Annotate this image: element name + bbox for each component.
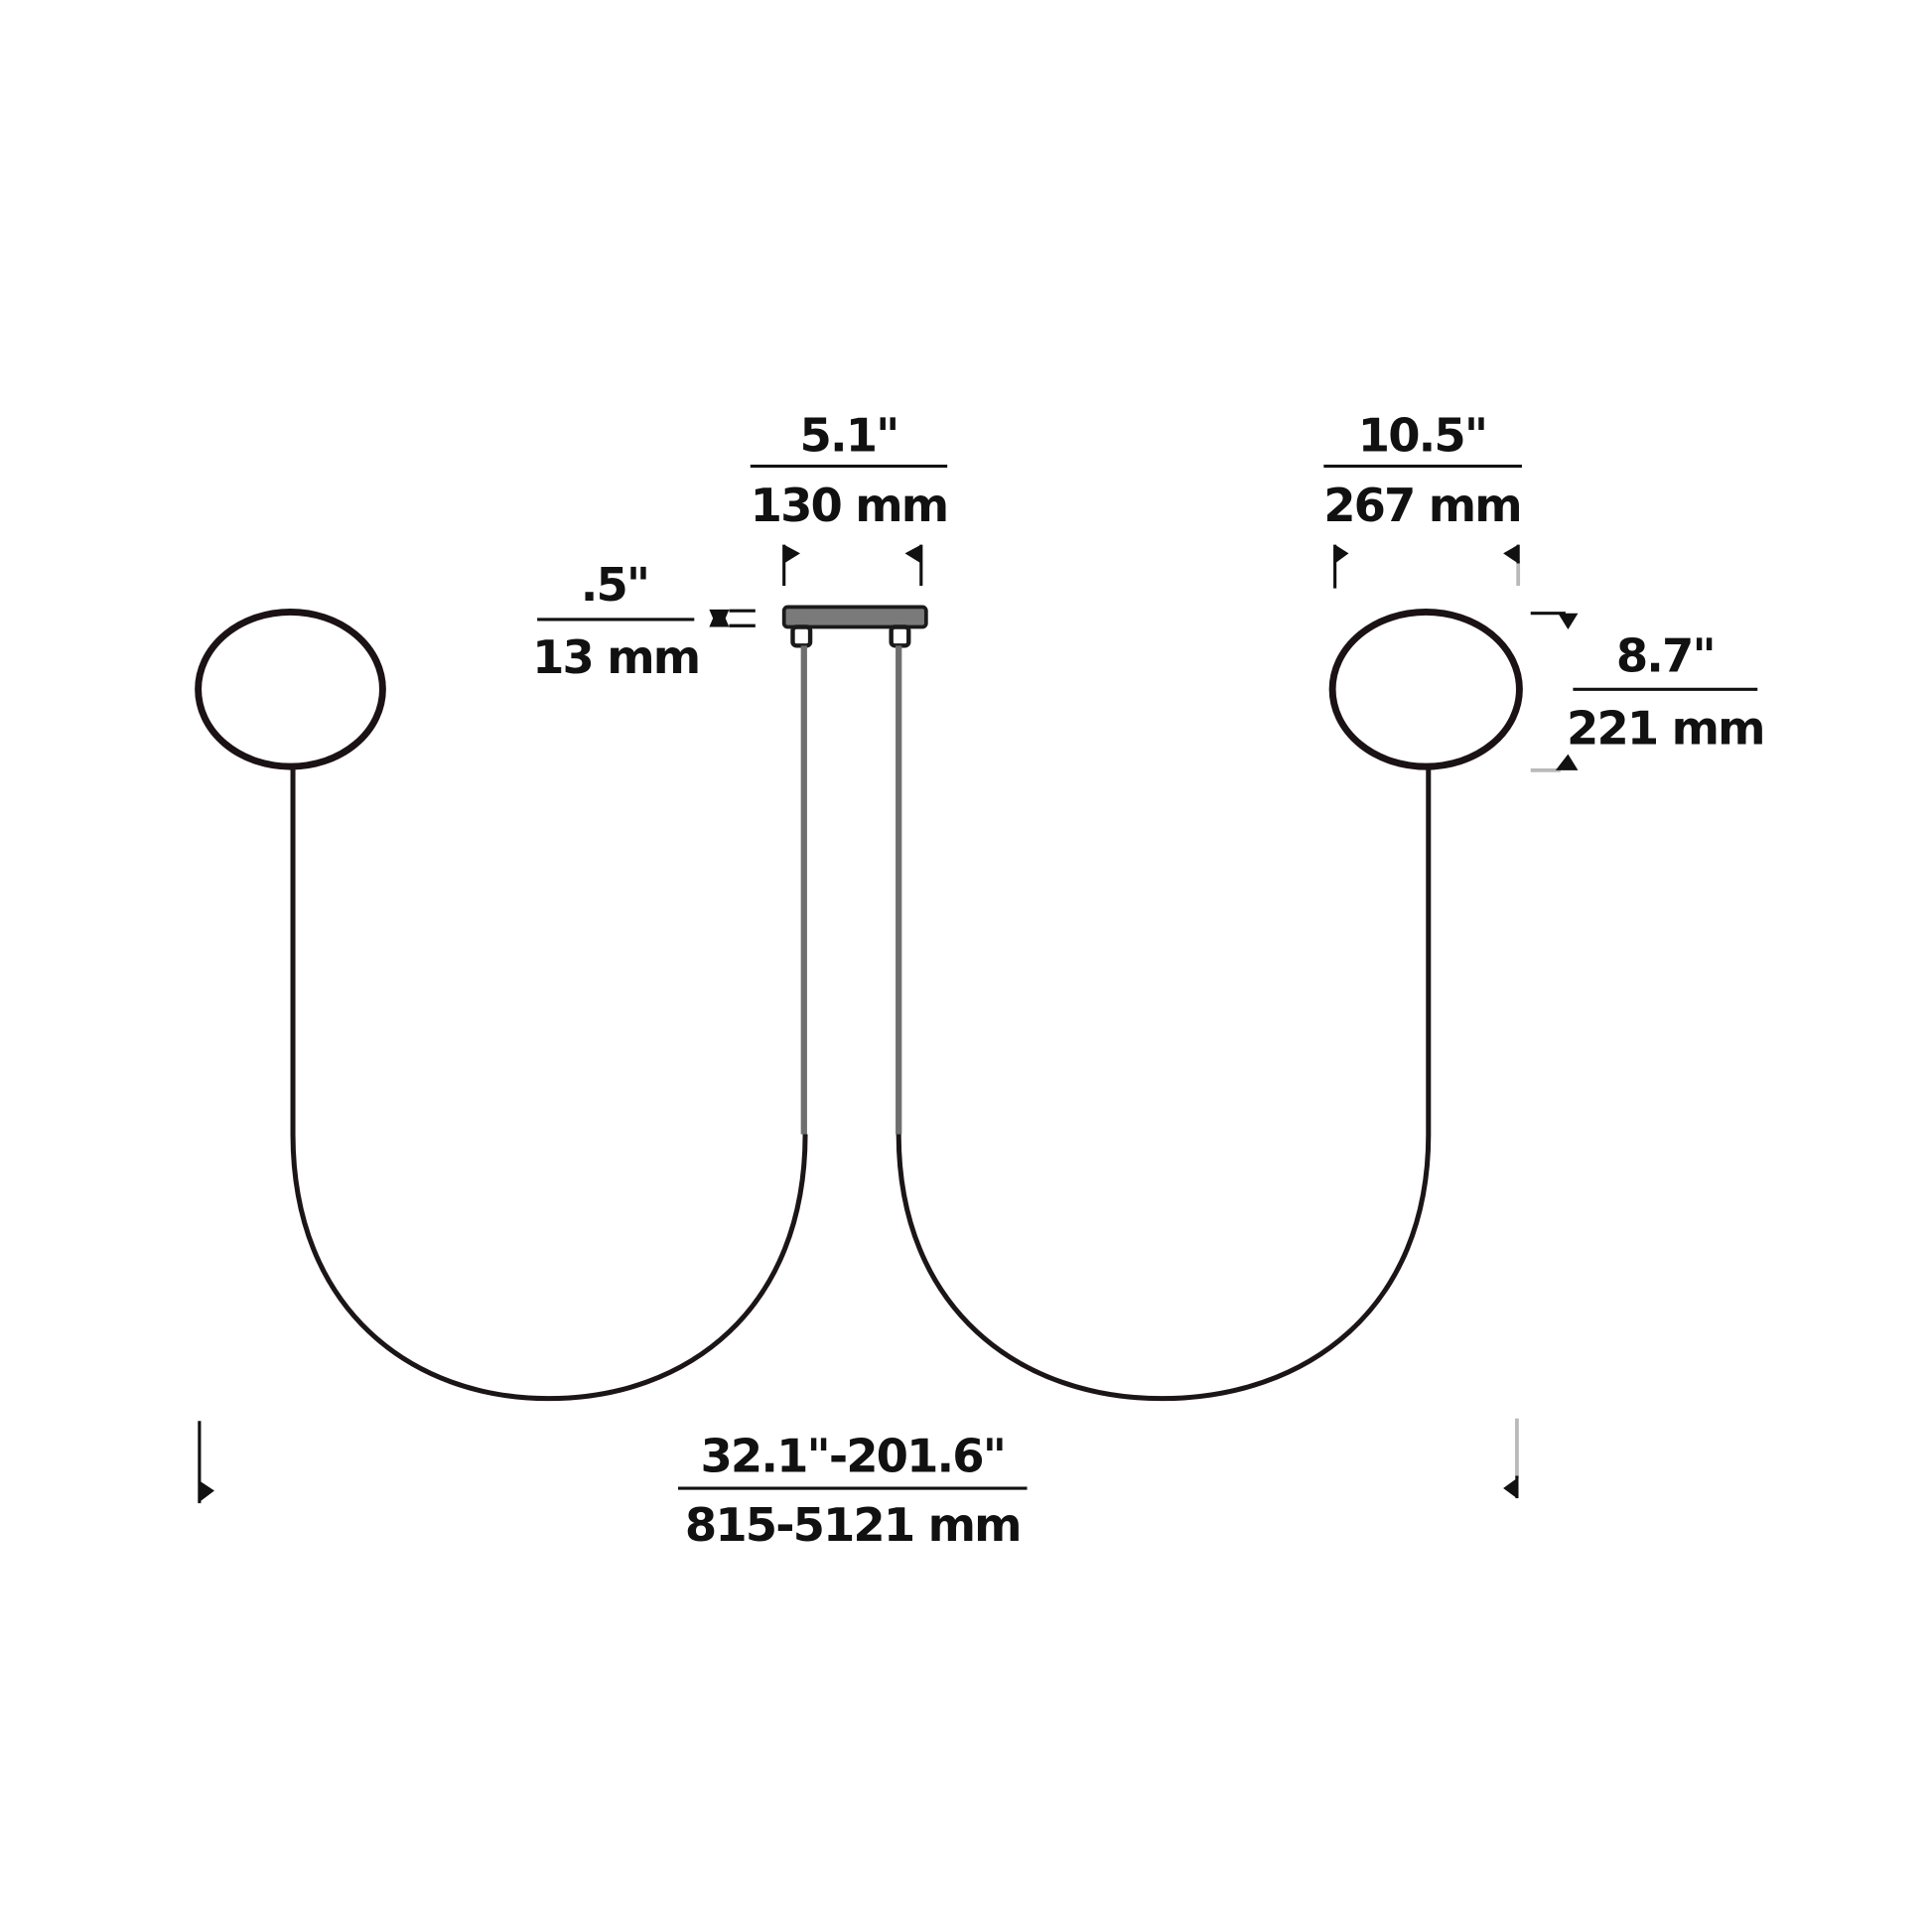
dimension-globe-width: 10.5" 267 mm <box>1323 408 1523 589</box>
left-globe <box>195 608 386 770</box>
right-u-stem <box>896 768 1432 1402</box>
flag-marker-icon <box>1503 544 1521 587</box>
globe-height-imperial: 8.7" <box>1616 629 1715 683</box>
height-bracket-icon <box>709 609 756 627</box>
canopy-width-imperial: 5.1" <box>800 408 898 462</box>
flag-marker-icon <box>1333 544 1349 589</box>
end-marker-right-icon <box>1503 1418 1519 1499</box>
flag-marker-icon <box>904 544 923 587</box>
globe-width-metric: 267 mm <box>1323 479 1521 532</box>
globe-width-imperial: 10.5" <box>1358 408 1486 462</box>
arrow-down-icon <box>1530 612 1579 630</box>
dimension-overall-length: 32.1"-201.6" 815-5121 mm <box>198 1418 1519 1552</box>
overall-length-metric: 815-5121 mm <box>685 1498 1021 1552</box>
canopy-width-metric: 130 mm <box>751 479 948 532</box>
canopy <box>781 605 928 648</box>
canopy-height-metric: 13 mm <box>532 630 699 684</box>
globe-height-metric: 221 mm <box>1567 702 1764 756</box>
dimension-canopy-height: .5" 13 mm <box>532 558 756 684</box>
dimension-globe-height: 8.7" 221 mm <box>1530 612 1765 772</box>
overall-length-imperial: 32.1"-201.6" <box>700 1430 1005 1483</box>
right-globe <box>1328 608 1523 770</box>
end-marker-left-icon <box>198 1421 214 1504</box>
arrow-up-icon <box>1530 754 1579 772</box>
left-u-stem <box>290 766 808 1402</box>
dimension-canopy-width: 5.1" 130 mm <box>751 408 949 587</box>
canopy-height-imperial: .5" <box>581 558 648 612</box>
flag-marker-icon <box>782 544 801 587</box>
